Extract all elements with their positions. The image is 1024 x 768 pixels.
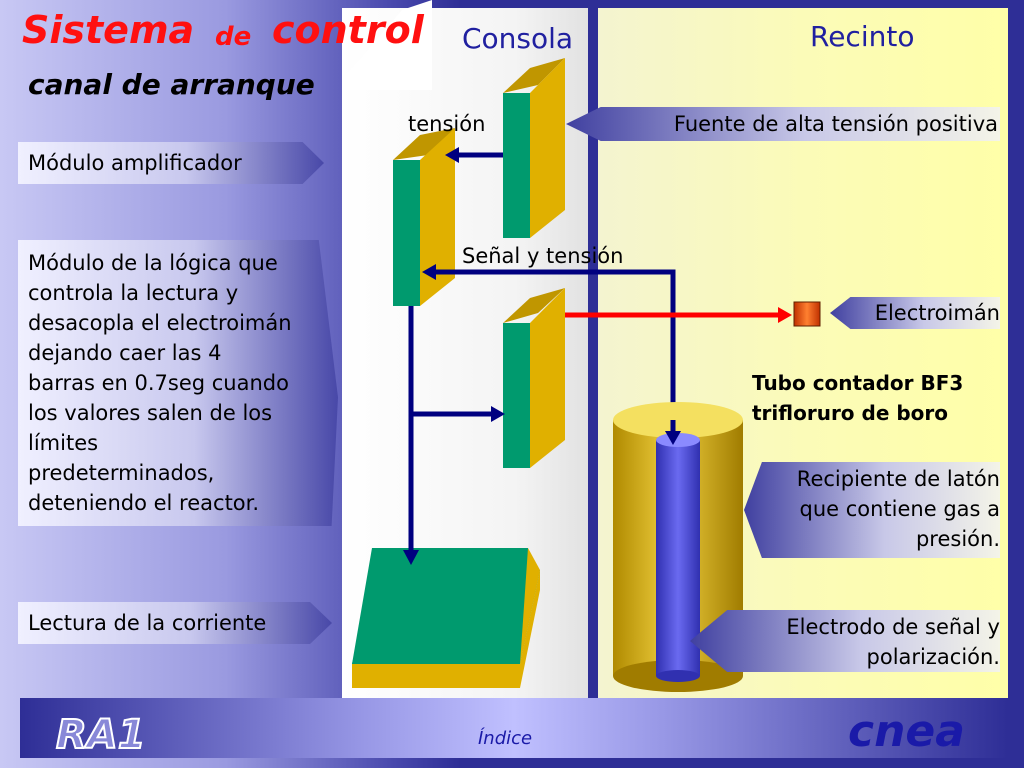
callout-electroiman-text: Electroimán (874, 301, 1000, 325)
callout-fuente-text: Fuente de alta tensión positiva (673, 112, 998, 136)
callout-modulo-logica-line: deteniendo el reactor. (28, 491, 260, 515)
signal-tension-wire (422, 264, 676, 440)
logic-module (503, 288, 565, 468)
ra1-logo-icon: RA1 (55, 711, 147, 756)
callout-modulo-logica-line: los valores salen de los (28, 401, 273, 425)
tubo-contador-label: Tubo contador BF3 trifloruro de boro (752, 368, 963, 428)
cnea-logo: cnea (848, 706, 965, 757)
recinto-header: Recinto (810, 20, 915, 53)
callout-recipiente-line: que contiene gas a (799, 497, 1000, 521)
callout-modulo-amplificador-text: Módulo amplificador (28, 151, 242, 175)
callout-electroiman: Electroimán (830, 297, 1000, 329)
amplifier-module (393, 128, 455, 306)
tension-wire (445, 147, 503, 163)
callout-recipiente-line: presión. (915, 527, 1000, 551)
callout-modulo-logica-line: controla la lectura y (28, 281, 239, 305)
page-subtitle: canal de arranque (28, 68, 315, 101)
callout-electrodo-line: Electrodo de señal y (786, 615, 1000, 639)
tubo-contador-line: trifloruro de boro (752, 401, 949, 425)
consola-header: Consola (462, 22, 574, 55)
footer-bar (20, 698, 1008, 758)
current-reading-board (352, 548, 540, 688)
callout-electrodo: Electrodo de señal y polarización. (690, 610, 1000, 672)
callout-fuente-alta-tension: Fuente de alta tensión positiva (566, 107, 1000, 141)
callout-modulo-logica-line: dejando caer las 4 (28, 341, 222, 365)
callout-recipiente-line: Recipiente de latón (796, 467, 1000, 491)
senal-tension-label: Señal y tensión (462, 244, 624, 268)
callout-lectura-corriente: Lectura de la corriente (18, 602, 332, 644)
page-title-sistema: Sistema (22, 8, 195, 52)
high-voltage-module (503, 58, 565, 238)
callout-modulo-logica-line: predeterminados, (28, 461, 215, 485)
svg-text:RA1: RA1 (56, 712, 146, 756)
callout-modulo-logica-line: límites (28, 431, 99, 455)
electromagnet-wire (565, 307, 792, 323)
consola-panel-notch (342, 0, 432, 90)
indice-link[interactable]: Índice (478, 728, 533, 749)
callout-modulo-amplificador: Módulo amplificador (18, 142, 324, 184)
page-title-control: control (272, 8, 424, 52)
callout-modulo-logica-line: desacopla el electroimán (28, 311, 292, 335)
callout-modulo-logica-line: barras en 0.7seg cuando (28, 371, 289, 395)
callout-recipiente-laton: Recipiente de latón que contiene gas a p… (744, 462, 1000, 558)
callout-electrodo-line: polarización. (866, 645, 1000, 669)
callout-lectura-corriente-text: Lectura de la corriente (28, 611, 267, 635)
callout-modulo-logica: Módulo de la lógica que controla la lect… (18, 240, 338, 526)
tension-label: tensión (408, 112, 486, 136)
callout-modulo-logica-line: Módulo de la lógica que (28, 251, 278, 275)
bf3-counter-tube (613, 402, 743, 692)
amplifier-to-logic-wire (403, 306, 505, 565)
tubo-contador-line: Tubo contador BF3 (752, 371, 964, 395)
page-title-de: de (215, 22, 252, 52)
electromagnet-icon (793, 301, 821, 327)
